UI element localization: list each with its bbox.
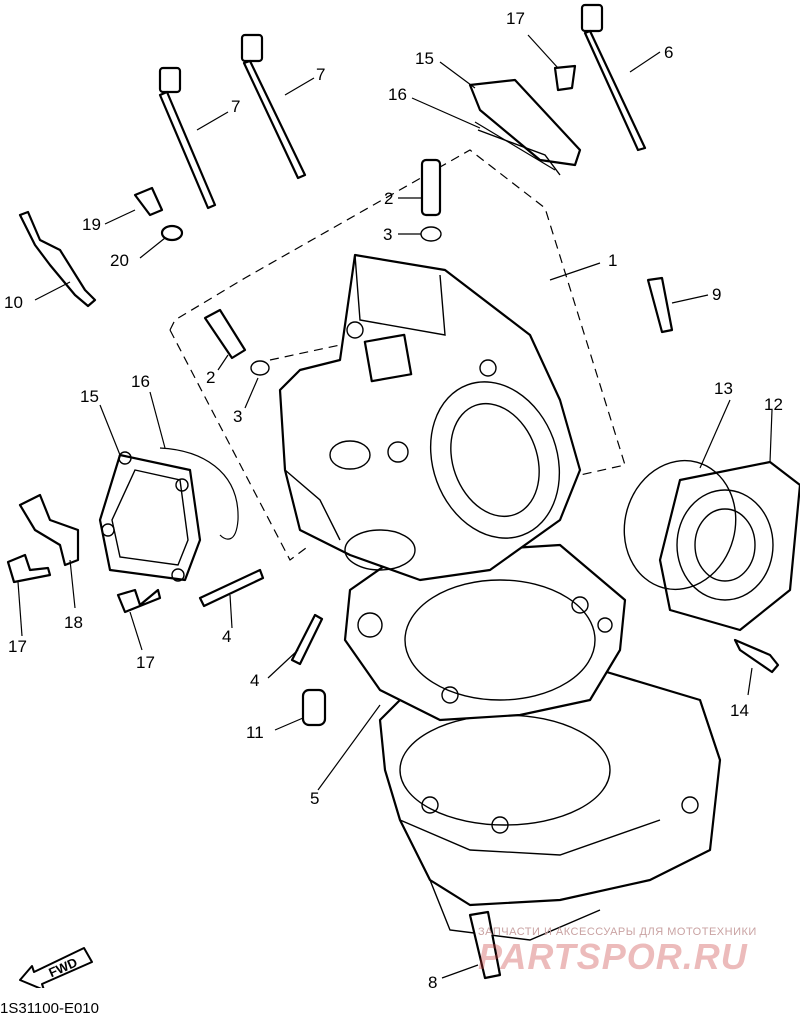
callout-2a: 2 [384, 189, 393, 208]
stud-4-lower [290, 613, 324, 666]
callout-4a: 4 [222, 627, 231, 646]
callout-19: 19 [82, 215, 101, 234]
callout-12: 12 [764, 395, 783, 414]
callout-17c: 17 [136, 653, 155, 672]
callout-18: 18 [64, 613, 83, 632]
bolt-19 [133, 186, 164, 217]
watermark-brand: PARTSPOR.RU [478, 936, 748, 977]
callout-20: 20 [110, 251, 129, 270]
callout-3b: 3 [233, 407, 242, 426]
callout-17b: 17 [8, 637, 27, 656]
valve-cover-right [623, 459, 800, 632]
washer-20 [160, 224, 184, 242]
callout-3a: 3 [383, 225, 392, 244]
callout-labels: 17 6 15 16 7 7 2 3 19 20 1 10 9 2 3 16 1… [4, 9, 783, 992]
callout-15b: 15 [80, 387, 99, 406]
callout-7b: 7 [316, 65, 325, 84]
callout-16a: 16 [388, 85, 407, 104]
callout-7a: 7 [231, 97, 240, 116]
callout-15a: 15 [415, 49, 434, 68]
bolt-17-mid [116, 588, 162, 614]
callout-17a: 17 [506, 9, 525, 28]
breather-cover [468, 78, 582, 176]
callout-8: 8 [428, 973, 437, 992]
valve-guide-left [203, 308, 247, 360]
watermark-caption: ЗАПЧАСТИ И АКСЕССУАРЫ ДЛЯ МОТОТЕХНИКИ [478, 926, 757, 938]
callout-16b: 16 [131, 372, 150, 391]
callout-10: 10 [4, 293, 23, 312]
bolt-9 [646, 276, 674, 334]
bolt-7-left [158, 66, 217, 210]
fwd-arrow-icon: FWD [19, 947, 93, 988]
spark-plug [18, 210, 97, 308]
bolt-14 [733, 638, 780, 674]
stud-8 [468, 910, 502, 980]
bolt-7-right [240, 33, 307, 180]
callout-2b: 2 [206, 368, 215, 387]
fwd-label: FWD [46, 955, 79, 981]
circlip-left [250, 360, 270, 376]
callout-13: 13 [714, 379, 733, 398]
valve-guide-top [420, 158, 442, 217]
valve-cover-left [98, 447, 239, 582]
circlip-top [420, 226, 442, 242]
leader-lines [17, 34, 773, 979]
callout-5: 5 [310, 789, 319, 808]
bracket-18 [18, 493, 80, 567]
stud-4-upper [198, 568, 265, 608]
callout-1: 1 [608, 251, 617, 270]
callout-14: 14 [730, 701, 749, 720]
bolt-6 [580, 3, 647, 152]
callout-11: 11 [246, 723, 264, 742]
callout-4b: 4 [250, 671, 259, 690]
assembly-guide-lines [169, 149, 626, 561]
bolt-17-left [6, 553, 52, 584]
bolt-17-top [553, 64, 577, 92]
cylinder-head [278, 253, 582, 582]
callout-6: 6 [664, 43, 673, 62]
diagram-code: 1S31100-E010 [0, 1000, 99, 1017]
dowel-11 [301, 688, 327, 727]
callout-9: 9 [712, 285, 721, 304]
